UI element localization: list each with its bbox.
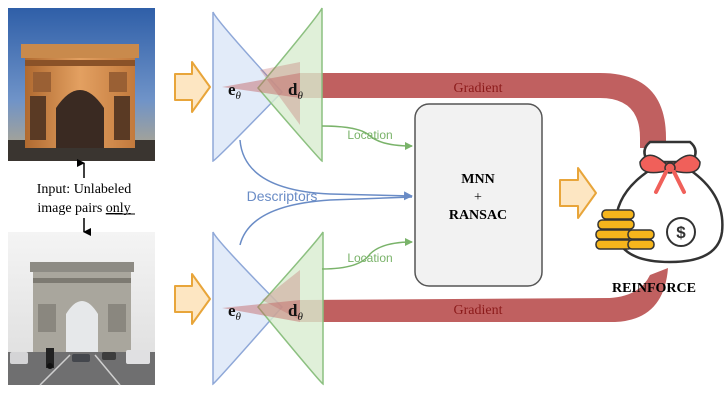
decoder-label-top: dθ <box>288 80 303 102</box>
input-arrow-bottom <box>174 273 211 325</box>
network-bottom: eθ dθ <box>212 231 324 386</box>
gradient-fade-top <box>222 73 300 98</box>
input-arrow-top <box>174 61 211 113</box>
location-label-top: Location <box>347 128 392 142</box>
input-caption-line1: Input: Unlabeled <box>37 182 131 197</box>
network-top: eθ dθ <box>212 7 323 163</box>
location-arrow-bottom <box>321 238 413 270</box>
gradient-wedge-bottom <box>262 270 300 320</box>
gradient-label-top: Gradient <box>454 81 503 96</box>
decoder-top <box>257 7 323 163</box>
descriptor-arrow-bottom <box>239 196 413 246</box>
gradient-fade-bottom <box>222 300 300 322</box>
gradient-band-top <box>300 73 666 148</box>
descriptor-arrow-top <box>239 139 413 201</box>
gradient-band-bottom <box>300 268 668 322</box>
input-caption-line2: image pairs only <box>37 201 130 216</box>
encoder-label-top: eθ <box>228 80 242 102</box>
matcher-box <box>414 103 543 287</box>
location-arrow-top <box>321 125 413 150</box>
reinforce-label: REINFORCE <box>612 281 696 296</box>
arc-photo-top <box>8 8 155 161</box>
matcher-line1: MNN <box>461 172 494 187</box>
coin-stack-icon <box>595 209 655 250</box>
location-label-bottom: Location <box>347 251 392 265</box>
encoder-label-bottom: eθ <box>228 301 242 323</box>
dollar-sign: $ <box>676 223 686 242</box>
gradient-wedge-top <box>260 62 300 125</box>
bow-icon <box>639 154 701 194</box>
decoder-bottom <box>257 231 324 386</box>
matcher-line2: + <box>474 190 482 205</box>
matcher-line3: RANSAC <box>449 208 507 223</box>
reward-arrow <box>559 167 597 219</box>
gradient-label-bottom: Gradient <box>454 303 503 318</box>
decoder-label-bottom: dθ <box>288 301 303 323</box>
descriptors-label: Descriptors <box>247 188 318 204</box>
arc-photo-bottom <box>8 232 155 386</box>
